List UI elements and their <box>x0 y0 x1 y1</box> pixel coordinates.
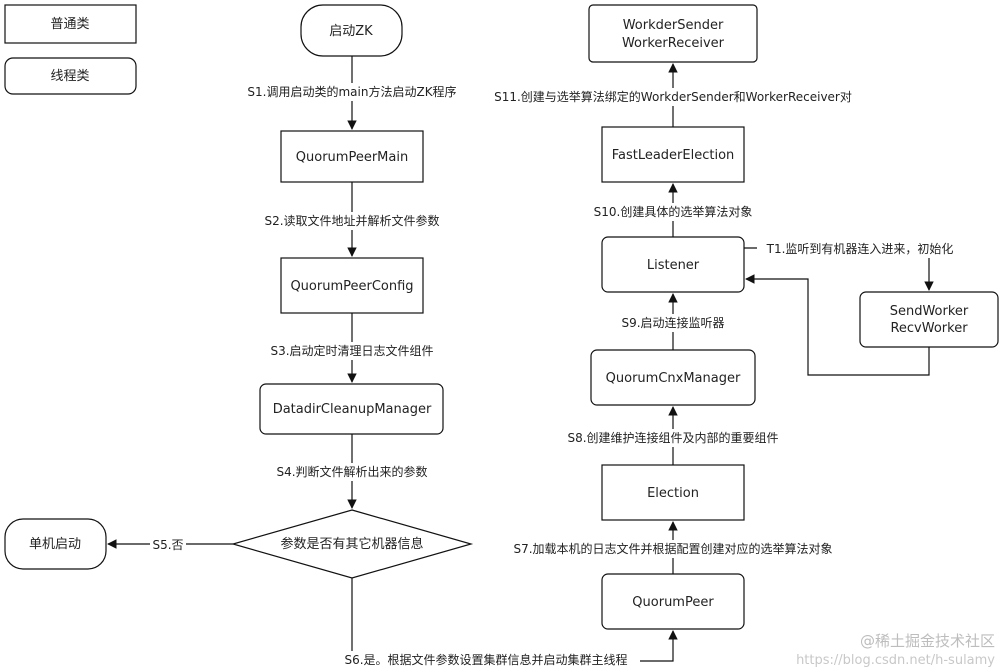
node-quorum-cnx-manager-label: QuorumCnxManager <box>606 371 741 386</box>
step-s5-label: S5.否 <box>152 538 183 552</box>
edge-worker-return <box>745 274 930 376</box>
node-workder-sender-label: WorkderSender <box>623 18 724 33</box>
node-start-zk: 启动ZK <box>300 4 403 57</box>
node-quorum-cnx-manager: QuorumCnxManager <box>590 349 756 406</box>
node-worker-receiver-label: WorkerReceiver <box>622 36 725 51</box>
node-quorum-peer: QuorumPeer <box>601 573 745 630</box>
node-quorum-peer-config: QuorumPeerConfig <box>280 257 424 314</box>
node-listener-label: Listener <box>647 258 700 273</box>
node-election: Election <box>601 464 745 521</box>
watermark-brand: @稀土掘金技术社区 <box>860 632 995 650</box>
step-s8-label: S8.创建维护连接组件及内部的重要组件 <box>567 430 778 445</box>
legend-normal-label: 普通类 <box>50 17 89 32</box>
step-s6-label: S6.是。根据文件参数设置集群信息并启动集群主线程 <box>344 652 627 667</box>
node-start-zk-label: 启动ZK <box>329 24 373 39</box>
step-s2-label: S2.读取文件地址并解析文件参数 <box>264 213 439 228</box>
step-s11-label: S11.创建与选举算法绑定的WorkderSender和WorkerReceiv… <box>494 89 852 104</box>
step-t1-label: T1.监听到有机器连入进来，初始化 <box>766 241 954 256</box>
node-quorum-peer-main: QuorumPeerMain <box>280 130 424 183</box>
legend-thread-label: 线程类 <box>50 69 89 84</box>
node-quorum-peer-main-label: QuorumPeerMain <box>296 150 408 165</box>
node-workder-sender-receiver: WorkderSender WorkerReceiver <box>588 4 758 63</box>
node-election-label: Election <box>647 486 699 501</box>
node-datadir-cleanup-manager: DatadirCleanupManager <box>259 383 444 435</box>
node-datadir-cleanup-manager-label: DatadirCleanupManager <box>273 402 432 417</box>
watermark-url: https://blog.csdn.net/h-sulamy <box>796 653 995 668</box>
node-send-recv-worker: SendWorker RecvWorker <box>859 291 999 348</box>
node-recv-worker-label: RecvWorker <box>890 321 968 336</box>
node-standalone: 单机启动 <box>4 518 107 570</box>
legend-normal-class: 普通类 <box>4 4 137 44</box>
step-s1-label: S1.调用启动类的main方法启动ZK程序 <box>247 84 456 99</box>
node-quorum-peer-label: QuorumPeer <box>632 595 714 610</box>
node-standalone-label: 单机启动 <box>29 537 81 552</box>
node-listener: Listener <box>601 236 745 293</box>
node-decision-label: 参数是否有其它机器信息 <box>280 536 423 552</box>
step-s4-label: S4.判断文件解析出来的参数 <box>276 464 427 479</box>
legend-thread-class: 线程类 <box>4 57 137 95</box>
step-s10-label: S10.创建具体的选举算法对象 <box>594 204 753 219</box>
node-quorum-peer-config-label: QuorumPeerConfig <box>290 279 413 294</box>
step-s7-label: S7.加载本机的日志文件并根据配置创建对应的选举算法对象 <box>513 541 832 556</box>
step-s9-label: S9.启动连接监听器 <box>621 315 724 330</box>
node-send-worker-label: SendWorker <box>890 304 969 319</box>
node-decision: 参数是否有其它机器信息 <box>230 509 474 579</box>
step-s3-label: S3.启动定时清理日志文件组件 <box>270 343 433 358</box>
node-fast-leader-election-label: FastLeaderElection <box>612 148 735 163</box>
node-fast-leader-election: FastLeaderElection <box>601 126 745 183</box>
